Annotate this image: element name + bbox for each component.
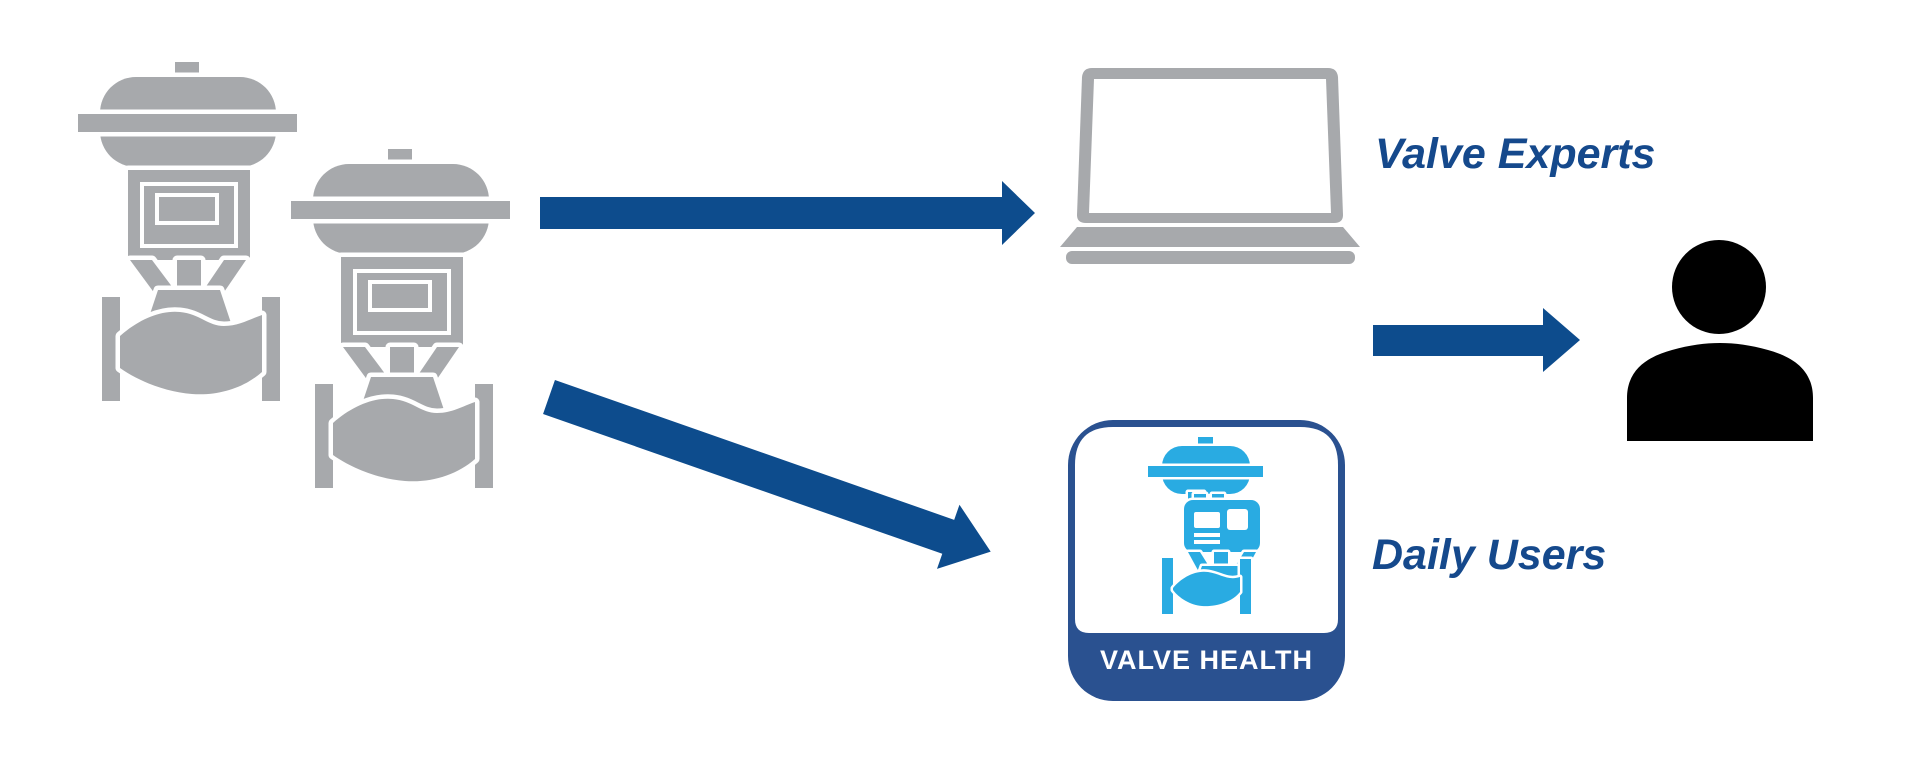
arrow-experts-to-person-icon [1373,308,1580,372]
arrow-valves-to-daily-users-icon [543,380,991,569]
valve-health-app-name: VALVE HEALTH [1100,645,1313,675]
control-valve-icon [291,149,510,488]
person-icon [1627,240,1813,441]
daily-users-label: Daily Users [1372,531,1607,579]
arrow-valves-to-experts-icon [540,181,1035,245]
valve-health-app-icon [1068,420,1345,701]
control-valve-icon [78,62,297,401]
laptop-icon [1060,68,1360,264]
valve-experts-label: Valve Experts [1375,130,1656,178]
control-valves-group [78,62,510,488]
